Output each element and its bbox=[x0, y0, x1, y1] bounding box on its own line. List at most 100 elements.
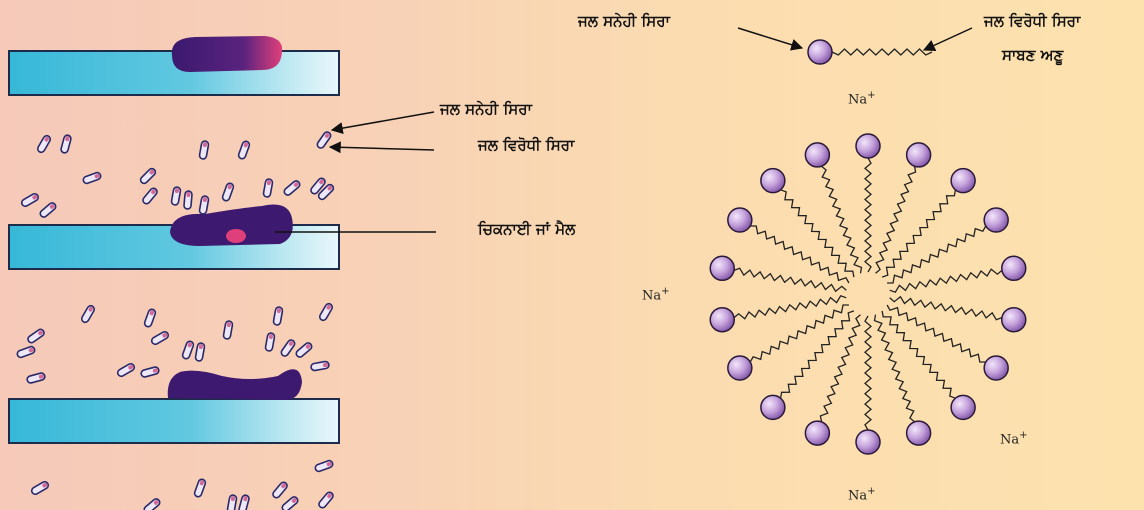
soap-capsule bbox=[198, 140, 210, 160]
hydrophobic-tail bbox=[889, 295, 1003, 321]
label-hydrophobic-top: ਜਲ ਵਿਰੋਧੀ ਸਿਰਾ bbox=[984, 12, 1081, 30]
soap-capsule bbox=[143, 498, 161, 510]
micelle-soap-molecule bbox=[855, 315, 881, 455]
soap-capsule bbox=[295, 342, 313, 358]
hydrophobic-tail bbox=[733, 267, 847, 293]
micelle-soap-molecule bbox=[886, 304, 1009, 381]
hydrophobic-tail bbox=[886, 304, 986, 363]
soap-capsule bbox=[238, 494, 250, 510]
soap-capsule bbox=[314, 459, 334, 473]
soap-capsule bbox=[140, 366, 160, 378]
micelle-soap-molecule bbox=[889, 255, 1027, 293]
hydrophobic-tail bbox=[881, 310, 956, 399]
plate-3 bbox=[8, 398, 340, 444]
na-ion-bottom: Na+ bbox=[848, 486, 876, 504]
hydrophobic-tail bbox=[780, 189, 855, 278]
micelle-soap-molecule bbox=[760, 310, 855, 421]
hydrophilic-head bbox=[950, 167, 976, 194]
na-ion-right: Na+ bbox=[1000, 430, 1028, 448]
hydrophobic-tail bbox=[864, 157, 872, 273]
hydrophilic-head bbox=[804, 420, 831, 446]
micelle-soap-molecule bbox=[760, 167, 855, 278]
hydrophobic-tail bbox=[889, 268, 1003, 293]
soap-capsule bbox=[237, 140, 251, 160]
soap-capsule bbox=[80, 304, 96, 324]
hydrophilic-head bbox=[807, 39, 833, 65]
hydrophilic-head bbox=[950, 394, 976, 421]
arrow-hydrophobic-top bbox=[922, 27, 973, 51]
soap-capsule bbox=[60, 134, 72, 154]
micelle-soap-molecule bbox=[709, 295, 847, 333]
label-hydrophobic-left: ਜਲ ਵਿਰੋਧੀ ਸਿਰਾ bbox=[478, 136, 575, 154]
soap-capsule bbox=[226, 494, 238, 510]
hydrophilic-head bbox=[760, 167, 786, 194]
na-ion-top: Na+ bbox=[848, 90, 876, 108]
dirt-blob-1 bbox=[171, 36, 283, 72]
hydrophobic-tail bbox=[875, 166, 917, 274]
hydrophobic-tail bbox=[821, 165, 863, 274]
soap-capsule bbox=[310, 177, 326, 195]
hydrophobic-tail bbox=[873, 314, 915, 423]
hydrophilic-head bbox=[905, 142, 932, 168]
hydrophilic-head bbox=[983, 355, 1009, 381]
label-hydrophilic-left: ਜਲ ਸਨੇਹੀ ਸਿਰਾ bbox=[440, 100, 532, 118]
hydrophobic-tail bbox=[831, 48, 933, 56]
micelle-soap-molecule bbox=[873, 314, 932, 446]
arrow-hydrophilic-top bbox=[737, 27, 804, 51]
micelle-soap-molecule bbox=[887, 207, 1009, 284]
soap-capsule bbox=[194, 342, 206, 362]
soap-capsule bbox=[26, 372, 46, 384]
hydrophilic-head bbox=[905, 420, 932, 446]
soap-capsule bbox=[283, 180, 301, 196]
soap-capsule bbox=[222, 320, 234, 340]
soap-capsule bbox=[264, 332, 276, 352]
hydrophilic-head bbox=[855, 133, 881, 159]
single-soap-molecule bbox=[807, 39, 933, 65]
hydrophobic-tail bbox=[750, 225, 850, 284]
na-ion-left: Na+ bbox=[642, 286, 670, 304]
soap-capsule bbox=[280, 339, 296, 357]
soap-capsule bbox=[181, 340, 195, 360]
micelle-soap-molecule bbox=[709, 255, 847, 293]
micelle-soap-molecule bbox=[881, 167, 976, 278]
soap-capsule bbox=[39, 202, 57, 218]
hydrophobic-tail bbox=[881, 189, 957, 278]
micelle-soap-molecule bbox=[855, 133, 881, 273]
arrow-hydrophobic-left bbox=[328, 141, 435, 154]
micelle-soap-molecule bbox=[889, 295, 1027, 333]
dirt-blob-2 bbox=[170, 204, 293, 246]
soap-capsule bbox=[27, 328, 45, 344]
soap-capsule bbox=[221, 182, 235, 202]
soap-capsule bbox=[310, 360, 330, 372]
micelle-soap-molecule bbox=[881, 310, 976, 421]
soap-capsule bbox=[170, 186, 182, 206]
soap-capsule bbox=[262, 178, 274, 198]
label-dirt: ਚਿਕਨਾਈ ਜਾਂ ਮੈਲ bbox=[478, 220, 576, 238]
hydrophilic-head bbox=[727, 207, 753, 233]
hydrophobic-tail bbox=[779, 310, 855, 399]
hydrophobic-tail bbox=[749, 304, 849, 363]
soap-capsule bbox=[143, 308, 157, 328]
soap-capsule bbox=[20, 192, 40, 208]
hydrophilic-head bbox=[855, 429, 881, 455]
micelle-soap-molecule bbox=[804, 314, 861, 446]
micelle-soap-molecule bbox=[804, 142, 863, 274]
soap-molecules-left bbox=[16, 131, 335, 510]
hydrophobic-tail bbox=[733, 295, 847, 320]
soap-capsule bbox=[82, 171, 102, 185]
hydrophobic-tail bbox=[887, 225, 987, 284]
soap-capsule bbox=[272, 306, 284, 326]
hydrophilic-head bbox=[1001, 255, 1027, 282]
arrow-hydrophilic-left bbox=[330, 111, 435, 135]
soap-capsule bbox=[183, 190, 193, 210]
hydrophobic-tail bbox=[819, 314, 861, 422]
micelle-soap-molecule bbox=[727, 207, 850, 284]
hydrophilic-head bbox=[709, 255, 735, 282]
soap-capsule bbox=[318, 302, 334, 322]
hydrophilic-head bbox=[804, 142, 831, 168]
soap-capsule bbox=[272, 481, 288, 499]
soap-capsule bbox=[281, 496, 299, 510]
hydrophilic-head bbox=[983, 207, 1009, 233]
soap-capsule bbox=[317, 183, 335, 201]
